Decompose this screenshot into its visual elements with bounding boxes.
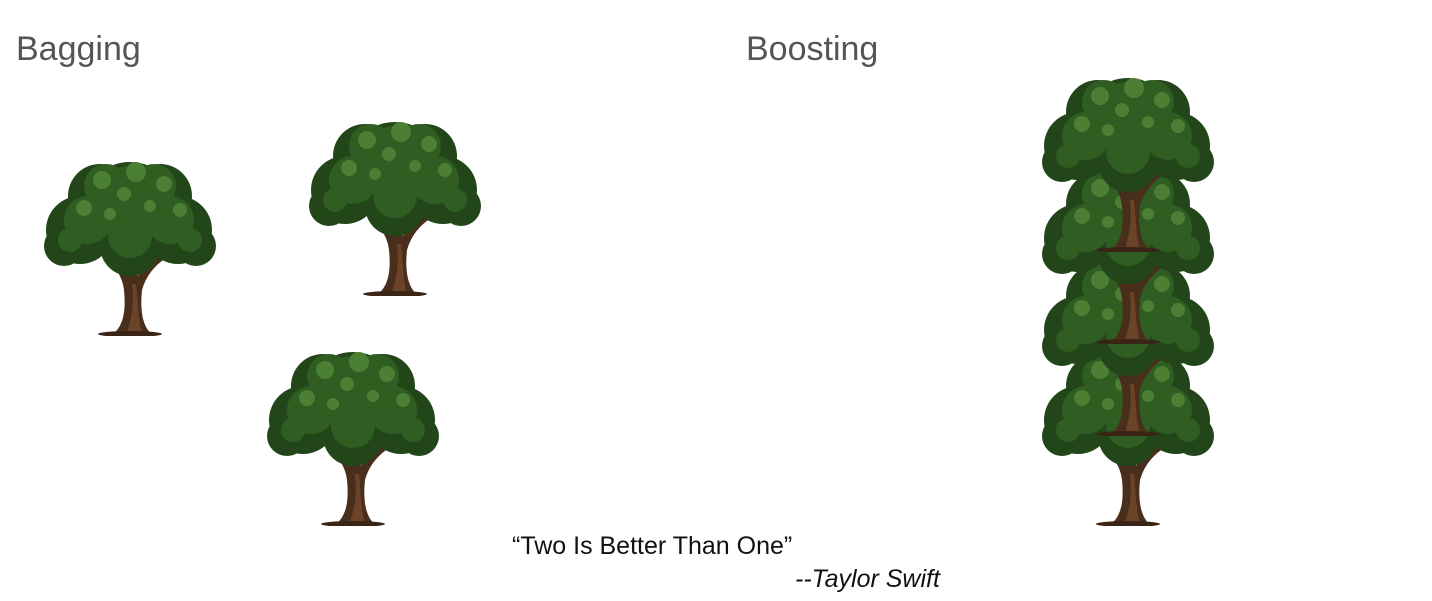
oak-tree-icon bbox=[305, 110, 483, 296]
boosting-title: Boosting bbox=[746, 30, 879, 68]
oak-tree-icon bbox=[40, 150, 218, 336]
quote-text: “Two Is Better Than One” bbox=[512, 532, 793, 560]
bagging-title: Bagging bbox=[16, 30, 141, 68]
oak-tree-icon bbox=[263, 340, 441, 526]
quote-attribution: --Taylor Swift bbox=[795, 565, 940, 593]
oak-tree-icon bbox=[1038, 66, 1216, 252]
